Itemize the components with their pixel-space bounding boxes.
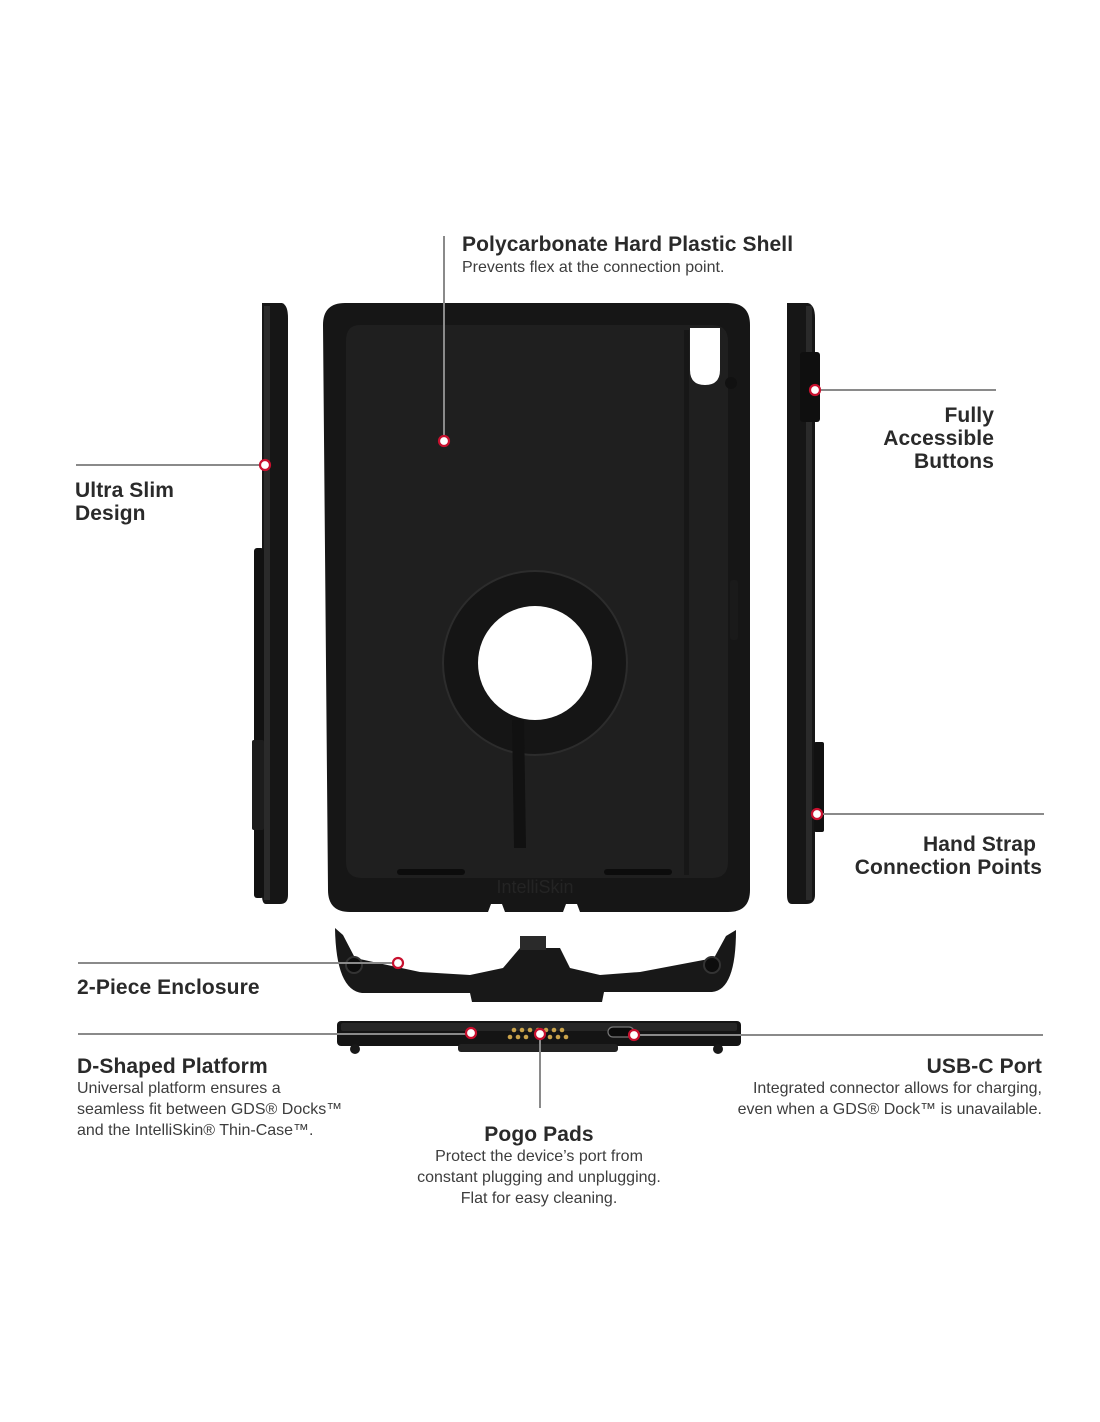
pogo-marker [533,1027,547,1041]
usbc-desc-line1: Integrated connector allows for charging… [752,1080,1042,1097]
platform-title: D-Shaped Platform [77,1055,268,1078]
buttons-marker [808,383,822,397]
platform-marker [464,1026,478,1040]
slim-title-line1: Ultra Slim [75,479,175,502]
usbc-desc-line2: even when a GDS® Dock™ is unavailable. [737,1101,1042,1118]
pogo-callout: Pogo Pads Protect the device’s port from… [379,1123,699,1209]
pogo-desc-line3: Flat for easy cleaning. [460,1190,618,1207]
brand-mark: IntelliSkin [496,877,573,897]
usbc-marker [627,1028,641,1042]
buttons-callout: Fully Accessible Buttons [794,404,994,473]
platform-desc-line2: seamless fit between GDS® Docks™ [77,1101,343,1118]
shell-description: Prevents flex at the connection point. [462,259,725,276]
usbc-title: USB-C Port [926,1055,1042,1078]
main-case-back: IntelliSkin [323,303,750,912]
left-side-profile [252,303,288,904]
shell-marker [437,434,451,448]
enclosure-title: 2-Piece Enclosure [77,976,260,999]
strap-title-line2: Connection Points [854,856,1042,879]
enclosure-marker [391,956,405,970]
platform-desc-line3: and the IntelliSkin® Thin-Case™. [77,1122,314,1139]
pogo-desc-line1: Protect the device’s port from [435,1148,643,1165]
strap-title-line1: Hand Strap [922,833,1036,856]
callout-markers [258,383,824,1042]
slim-marker [258,458,272,472]
buttons-title-line3: Buttons [913,450,994,473]
strap-callout: Hand Strap Connection Points [792,833,1042,879]
buttons-title-line1: Fully [944,404,994,427]
enclosure-callout: 2-Piece Enclosure [77,976,337,999]
bottom-enclosure [335,928,736,1002]
pogo-title: Pogo Pads [484,1123,594,1146]
platform-desc-line1: Universal platform ensures a [77,1080,281,1097]
buttons-title-line2: Accessible [883,427,994,450]
strap-marker [810,807,824,821]
shell-title: Polycarbonate Hard Plastic Shell [462,233,794,256]
slim-title-line2: Design [75,502,146,525]
slim-callout: Ultra Slim Design [75,479,275,525]
pogo-desc-line2: constant plugging and unplugging. [417,1169,661,1186]
shell-callout: Polycarbonate Hard Plastic Shell Prevent… [462,233,882,278]
leader-lines [76,236,1044,1108]
usbc-callout: USB-C Port Integrated connector allows f… [682,1055,1042,1120]
platform-callout: D-Shaped Platform Universal platform ens… [77,1055,397,1141]
